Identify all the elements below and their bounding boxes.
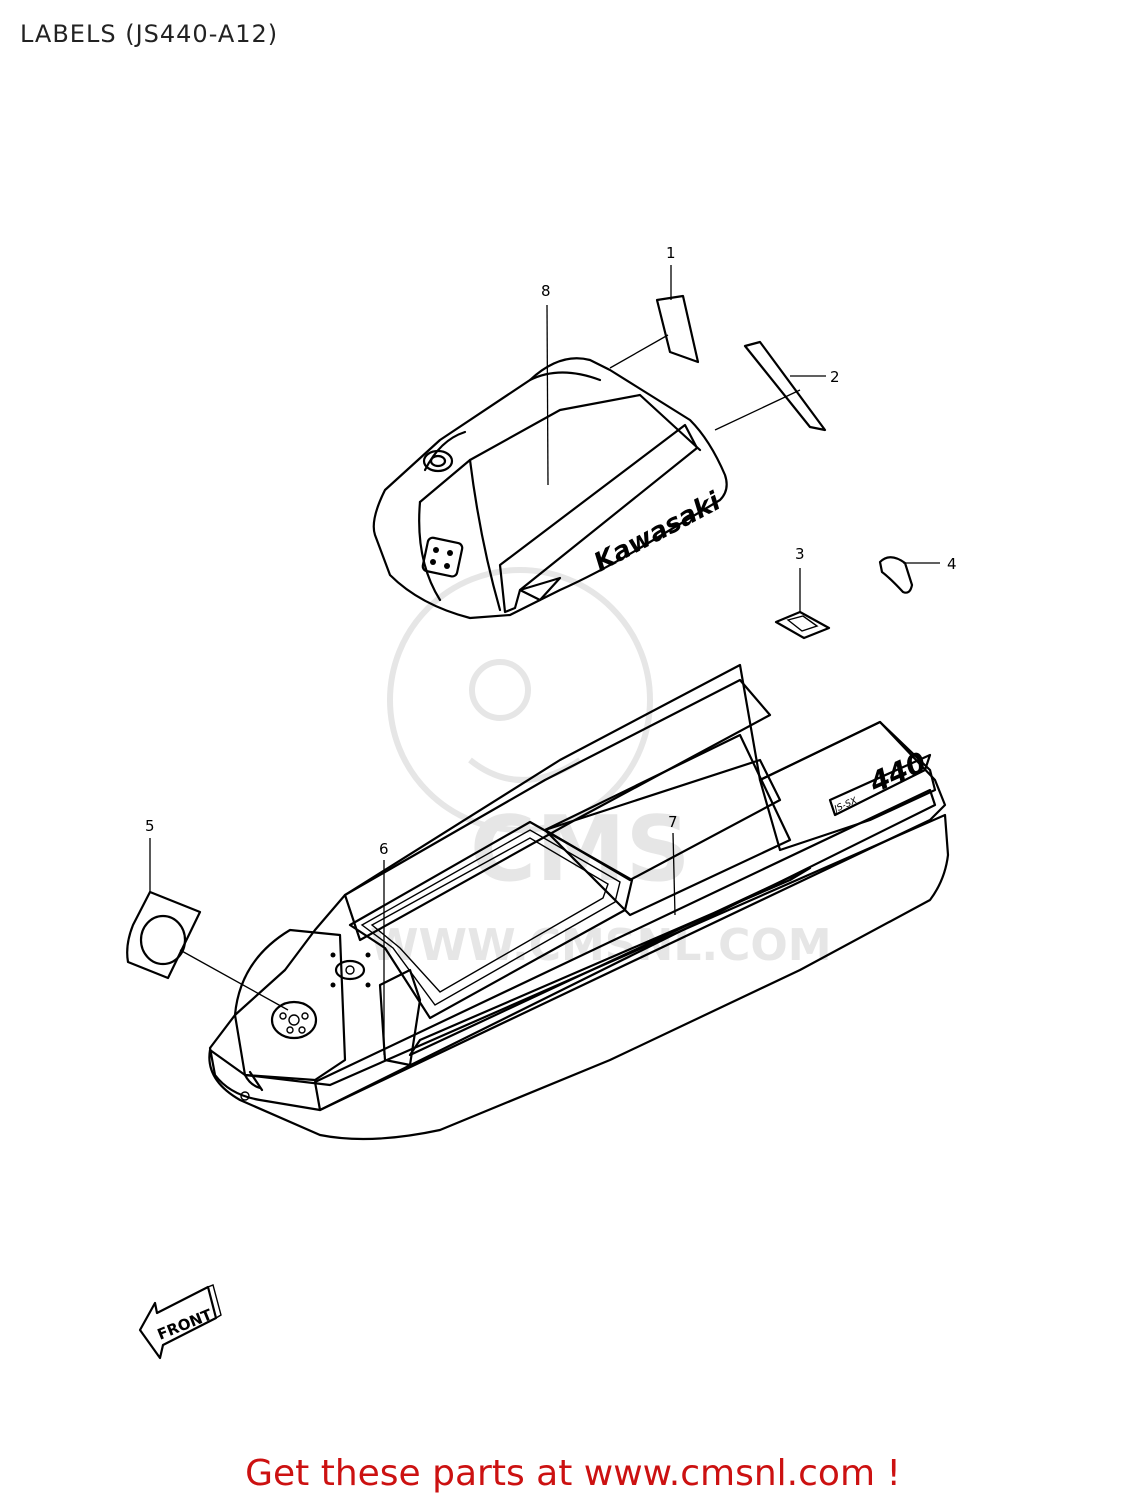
engine-hood: Kawasaki xyxy=(372,357,728,620)
callout-1: 1 xyxy=(666,244,676,262)
kawasaki-decal-text: Kawasaki xyxy=(589,486,726,578)
front-direction-arrow: FRONT xyxy=(138,1284,222,1360)
label-part-3 xyxy=(774,610,831,640)
callout-4: 4 xyxy=(947,555,957,573)
label-part-5 xyxy=(126,890,202,980)
front-arrow-label: FRONT xyxy=(155,1305,216,1343)
label-part-2 xyxy=(743,340,827,432)
footer-link-text: Get these parts at www.cmsnl.com ! xyxy=(245,1453,901,1494)
callout-7: 7 xyxy=(668,813,678,831)
label-part-4 xyxy=(878,556,914,594)
model-440-decal-text: 440 xyxy=(864,745,932,799)
callout-6: 6 xyxy=(379,840,389,858)
leader-lines xyxy=(149,265,940,1055)
callout-5: 5 xyxy=(145,817,155,835)
callout-8: 8 xyxy=(541,282,551,300)
hull: 440 JS-SX xyxy=(208,663,950,1141)
callout-2: 2 xyxy=(830,368,840,386)
page-title: LABELS (JS440-A12) xyxy=(20,20,279,48)
callout-3: 3 xyxy=(795,545,805,563)
label-part-1 xyxy=(655,294,700,364)
